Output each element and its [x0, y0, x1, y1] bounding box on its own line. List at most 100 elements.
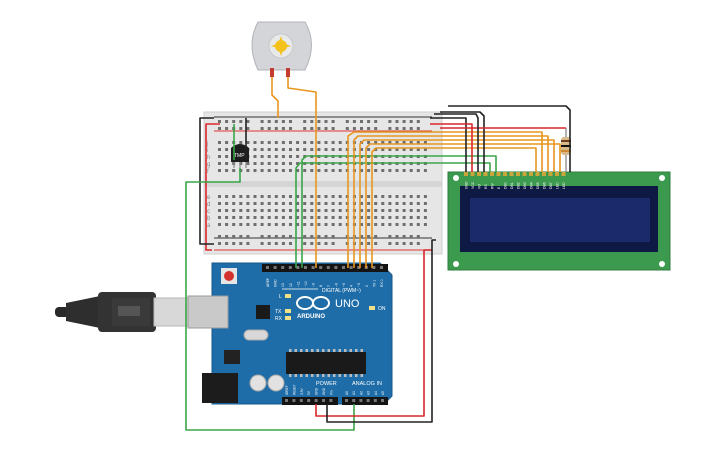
- wire-lcd-red-1: [430, 123, 473, 172]
- led-rx-label: RX: [275, 316, 283, 322]
- analog-pin-label: A4: [374, 391, 378, 395]
- microcontroller-chip: [286, 352, 366, 374]
- reset-button[interactable]: [224, 271, 234, 281]
- fan-icon: [271, 36, 291, 56]
- lcd-pin-label: LED: [556, 182, 560, 189]
- lcd-pin-label: DB4: [530, 182, 534, 189]
- lcd-pin-label: DB5: [536, 182, 540, 189]
- digital-pin-label: 12: [289, 283, 293, 287]
- breadboard[interactable]: j i h g f e d c b a: [203, 111, 443, 255]
- digital-pin-label: 4: [350, 285, 354, 287]
- svg-text:h: h: [207, 155, 210, 161]
- wire-motor-a: [271, 77, 279, 118]
- analog-header: [342, 397, 388, 405]
- temperature-sensor[interactable]: TMP: [231, 144, 249, 168]
- wire-black-right: [326, 239, 436, 423]
- sensor-label: TMP: [234, 153, 245, 159]
- digital-pin-label: ~3: [357, 283, 361, 287]
- lcd-pin-label: DB2: [517, 182, 521, 189]
- wire-lcd-black-4: [434, 113, 479, 172]
- wire-orange-2: [353, 135, 549, 268]
- svg-text:g: g: [207, 162, 210, 168]
- led-tx-label: TX: [275, 309, 282, 315]
- lcd-screen: [470, 198, 650, 242]
- wire-lcd-black-3: [448, 105, 571, 172]
- svg-text:c: c: [207, 209, 210, 215]
- digital-pin-label: ~5: [342, 283, 346, 287]
- wires[interactable]: [185, 77, 571, 431]
- dc-jack: [202, 373, 238, 403]
- wire-green-1: [295, 162, 491, 268]
- digital-pin-label: 2: [365, 285, 369, 287]
- lcd-pin-label: VCC: [471, 181, 475, 189]
- wire-orange-1: [347, 131, 543, 268]
- lcd-pin-label: DB1: [510, 182, 514, 189]
- led-on-label: ON: [378, 306, 386, 312]
- wire-black-left: [199, 117, 214, 245]
- power-pin-label: GND: [322, 387, 326, 395]
- svg-text:i: i: [207, 148, 208, 154]
- digital-pin-label: 8: [319, 285, 323, 287]
- digital-pin-label: GND: [274, 279, 278, 287]
- wire-red-right: [315, 249, 432, 417]
- wire-green-2: [301, 155, 497, 268]
- power-pin-label: RESET: [292, 384, 296, 395]
- lcd-pin-label: VO: [478, 184, 482, 189]
- svg-text:d: d: [207, 202, 210, 208]
- lcd-pin-label: RS: [484, 184, 488, 189]
- digital-pin-label: ~9: [312, 283, 316, 287]
- wire-lcd-black-1: [430, 117, 467, 172]
- digital-pin-label: RX 0: [380, 279, 384, 287]
- analog-pin-label: A3: [367, 391, 371, 395]
- lcd-pin-label: E: [497, 186, 501, 189]
- power-pin-label: Vin: [329, 390, 333, 395]
- wire-sensor-signal: [185, 168, 355, 431]
- lcd-pin-label: DB3: [523, 182, 527, 189]
- svg-text:b: b: [207, 216, 211, 222]
- wire-motor-b: [287, 77, 317, 268]
- digital-pin-label: ~10: [304, 281, 308, 287]
- wire-orange-4: [365, 143, 561, 268]
- analog-pin-label: A0: [345, 391, 349, 395]
- analog-pin-label: A2: [359, 391, 363, 395]
- digital-header: [262, 264, 388, 272]
- model-label: UNO: [335, 298, 360, 310]
- power-pin-label: 3.3V: [300, 388, 304, 395]
- lcd-pin-label: DB0: [504, 182, 508, 189]
- lcd-pin-label: RW: [491, 183, 495, 189]
- arduino-logo: [296, 296, 330, 310]
- wire-red-left: [205, 123, 220, 251]
- wire-lcd-black-2: [440, 111, 485, 172]
- power-pin-label: 5V: [307, 390, 311, 395]
- breadboard-row-labels: j i h g f e d c b a: [206, 141, 211, 229]
- usb-port: [187, 295, 229, 329]
- analog-pin-label: A5: [381, 391, 385, 395]
- led-l-label: L: [279, 294, 282, 300]
- analog-pin-label: A1: [352, 391, 356, 395]
- digital-label: DIGITAL (PWM~): [322, 288, 361, 294]
- digital-pin-label: TX 1: [372, 280, 376, 287]
- usb-cable[interactable]: [55, 292, 189, 332]
- power-pin-label: GND: [315, 387, 319, 395]
- resistor[interactable]: [561, 128, 571, 172]
- brand-label: ARDUINO: [297, 314, 325, 320]
- svg-text:e: e: [207, 195, 211, 201]
- svg-text:a: a: [207, 223, 211, 229]
- digital-pin-label: AREF: [266, 278, 270, 287]
- digital-pin-label: ~6: [334, 283, 338, 287]
- wire-orange-5: [371, 147, 537, 268]
- digital-pin-label: 7: [327, 285, 331, 287]
- power-label: POWER: [316, 381, 337, 387]
- power-pin-label: IOREF: [285, 385, 289, 395]
- svg-text:f: f: [207, 169, 209, 175]
- digital-pin-label: 13: [281, 283, 285, 287]
- lcd-pin-label: DB7: [549, 182, 553, 189]
- lcd-pin-label: GND: [465, 181, 469, 189]
- digital-pin-label: ~11: [296, 281, 300, 287]
- svg-text:j: j: [206, 141, 208, 147]
- dc-motor[interactable]: [251, 21, 312, 77]
